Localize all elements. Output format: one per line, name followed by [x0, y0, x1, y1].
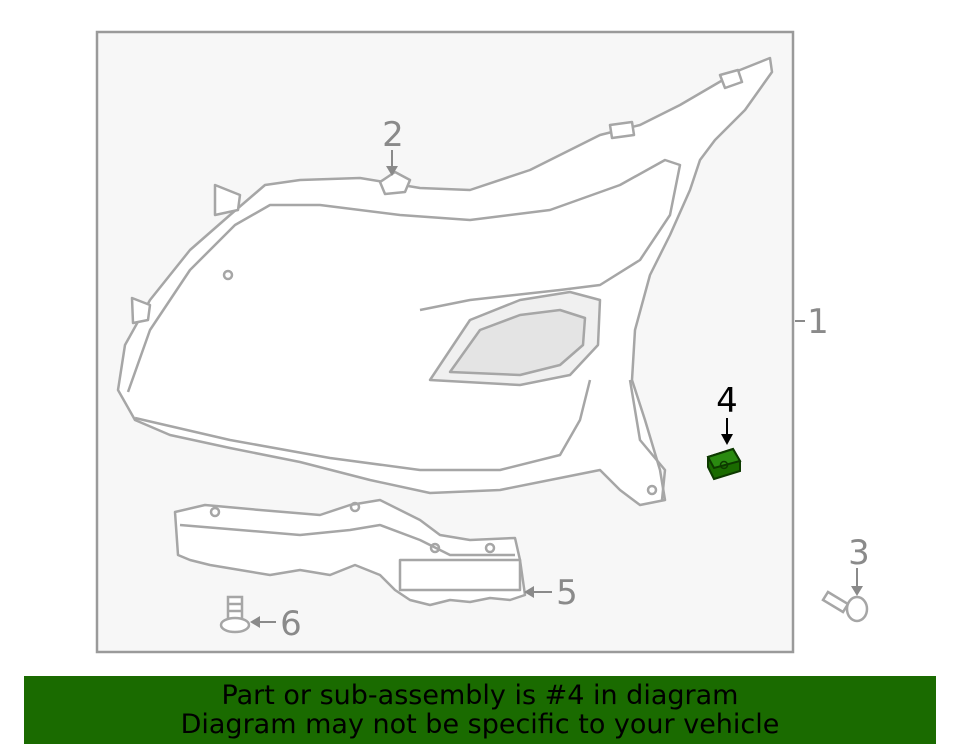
bracket-part-5 [173, 498, 527, 607]
callout-part-2: 2 [382, 115, 404, 155]
banner-line-1: Part or sub-assembly is #4 in diagram [221, 680, 739, 711]
leader-lines [250, 150, 863, 628]
callout-part-3: 3 [848, 533, 870, 573]
callout-part-5: 5 [556, 573, 578, 613]
callout-part-1: 1 [807, 302, 829, 342]
banner-line-2: Diagram may not be specific to your vehi… [180, 709, 780, 740]
callout-part-6: 6 [280, 604, 302, 644]
bolt-part-3 [821, 590, 869, 623]
screw-part-6 [219, 595, 251, 634]
info-banner: Part or sub-assembly is #4 in diagram Di… [24, 676, 936, 744]
callout-part-4: 4 [716, 381, 738, 421]
parts-diagram: 2 1 4 3 5 6 [95, 30, 870, 654]
highlighted-part-4 [706, 447, 742, 481]
headlamp-assembly [116, 56, 774, 507]
leader-line-part-4 [721, 418, 733, 445]
